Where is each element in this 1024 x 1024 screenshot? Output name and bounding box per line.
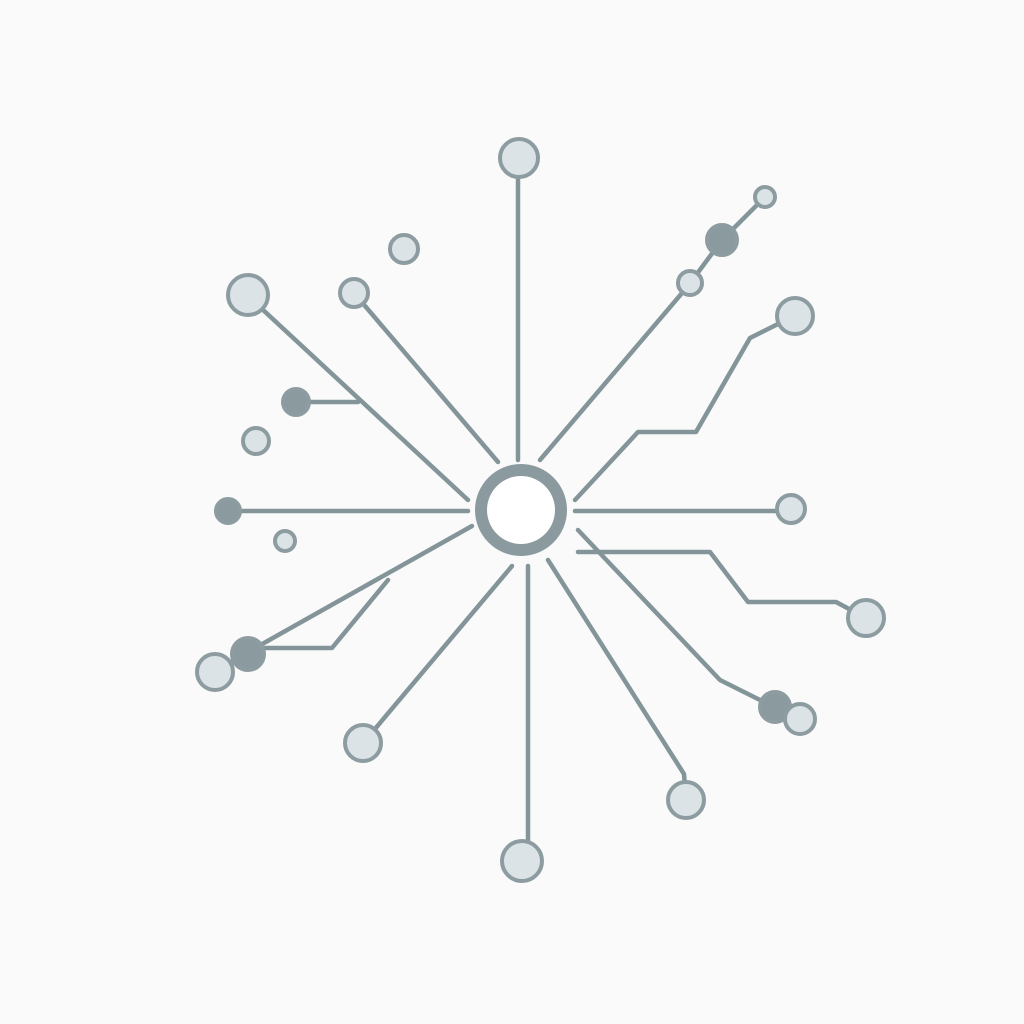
node-upper-left-dark xyxy=(281,387,311,417)
node-top-right-mid xyxy=(676,269,704,297)
node-right xyxy=(775,493,807,525)
branch-line-top-right-chain xyxy=(537,195,767,463)
node-bottom-right xyxy=(783,702,817,736)
node-upper-left-inner xyxy=(338,277,370,309)
node-lower-left xyxy=(343,723,383,763)
branch-line-upper-left-inner xyxy=(351,290,501,465)
hub xyxy=(475,464,567,556)
node-right-upper xyxy=(775,296,815,336)
node-left xyxy=(214,497,242,525)
branch-line-right-upper xyxy=(572,313,797,503)
hub-center xyxy=(487,476,555,544)
node-dots xyxy=(195,137,886,883)
branch-line-lower-left xyxy=(361,563,515,745)
node-left-lower-dark xyxy=(230,636,266,672)
detached-dot-left xyxy=(241,426,271,456)
detached-dot-upper xyxy=(388,233,420,265)
node-top-right-dark xyxy=(705,223,739,257)
node-left-lower xyxy=(195,652,235,692)
node-right-lower xyxy=(846,598,886,638)
detached-dot-left-small xyxy=(273,529,297,553)
node-top xyxy=(498,137,540,179)
node-top-right-small xyxy=(753,185,777,209)
node-upper-left-large xyxy=(226,273,270,317)
branch-line-left-lower-bend xyxy=(245,577,391,651)
branch-line-right-lower xyxy=(575,549,869,621)
node-lower-right xyxy=(666,780,706,820)
node-bottom xyxy=(500,839,544,883)
detached-dots xyxy=(241,233,420,553)
branch-line-upper-left-long xyxy=(245,293,471,503)
